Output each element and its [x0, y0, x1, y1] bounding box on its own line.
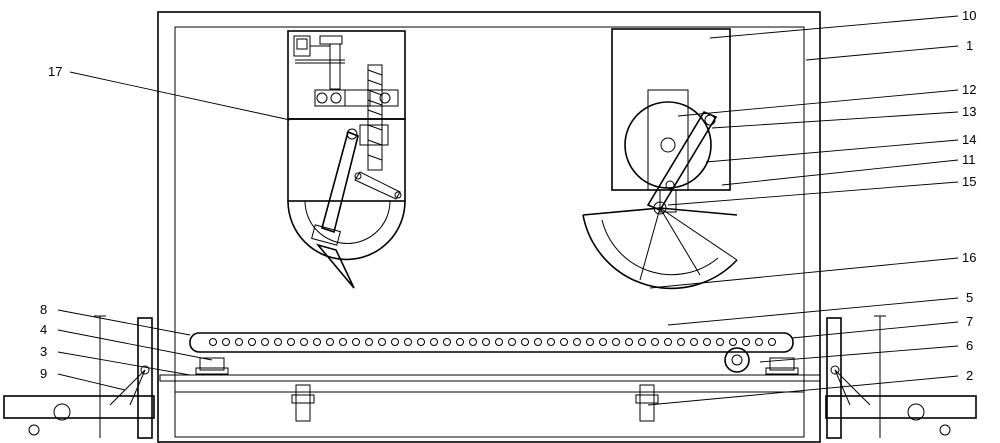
lower-supports: [291, 384, 659, 422]
label-12: 12: [962, 82, 976, 97]
label-11: 11: [962, 152, 976, 167]
part-labels: 17 10 1 12 13 14 11 15 16 5 7 6 2 8 4 3 …: [40, 8, 976, 383]
label-4: 4: [40, 322, 47, 337]
label-13: 13: [962, 104, 976, 119]
leader-lines: [57, 15, 959, 406]
conveyor-holes: [209, 338, 776, 346]
label-3: 3: [40, 344, 47, 359]
label-15: 15: [962, 174, 976, 189]
label-5: 5: [966, 290, 973, 305]
label-1: 1: [966, 38, 973, 53]
label-7: 7: [966, 314, 973, 329]
left-lift-unit: [3, 315, 155, 439]
label-9: 9: [40, 366, 47, 381]
cutter-assembly: [287, 30, 406, 289]
label-17: 17: [48, 64, 62, 79]
label-6: 6: [966, 338, 973, 353]
right-lift-unit: [825, 315, 977, 439]
conveyor: [159, 332, 821, 382]
label-2: 2: [966, 368, 973, 383]
label-10: 10: [962, 8, 976, 23]
rotary-assembly: [582, 28, 738, 290]
label-14: 14: [962, 132, 976, 147]
label-16: 16: [962, 250, 976, 265]
main-housing: [157, 11, 821, 443]
label-8: 8: [40, 302, 47, 317]
